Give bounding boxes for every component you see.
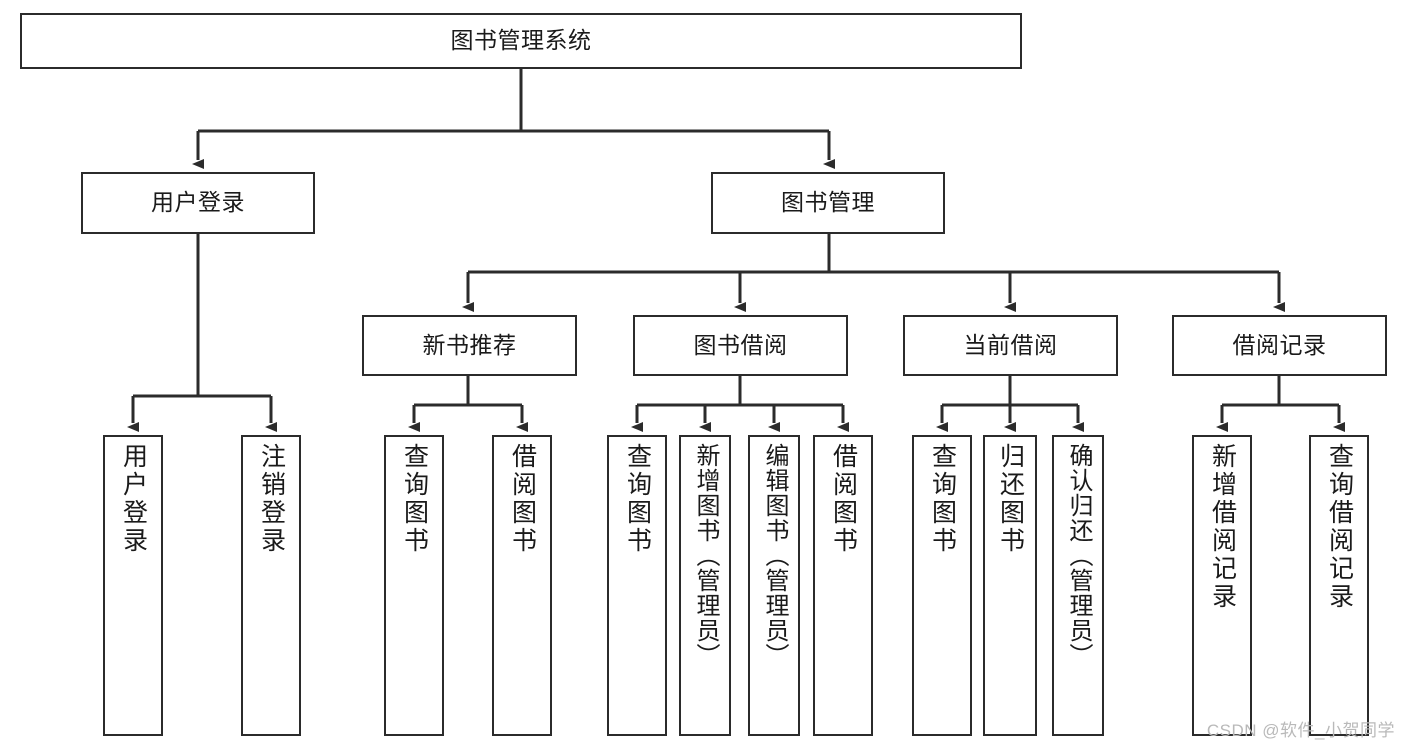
node-label: 图书借阅 [693, 331, 788, 358]
node-label: 查询图书 [928, 443, 957, 555]
node-label: 编辑图书（管理员） [761, 443, 788, 668]
leaf-query-book-current[interactable]: 查询图书 [912, 435, 972, 736]
node-label: 借阅记录 [1232, 331, 1327, 358]
node-label: 新增借阅记录 [1208, 443, 1237, 611]
node-new-book-recommend[interactable]: 新书推荐 [362, 315, 577, 376]
node-label: 图书管理 [781, 189, 875, 216]
node-book-management[interactable]: 图书管理 [711, 172, 945, 234]
leaf-query-borrow-record[interactable]: 查询借阅记录 [1309, 435, 1369, 736]
node-label: 归还图书 [996, 443, 1025, 555]
node-book-borrow[interactable]: 图书借阅 [633, 315, 848, 376]
leaf-borrow-book[interactable]: 借阅图书 [813, 435, 873, 736]
leaf-confirm-return-admin[interactable]: 确认归还（管理员） [1052, 435, 1104, 736]
node-root-book-management-system[interactable]: 图书管理系统 [20, 13, 1022, 69]
leaf-query-book-borrow[interactable]: 查询图书 [607, 435, 667, 736]
leaf-borrow-book-recommend[interactable]: 借阅图书 [492, 435, 552, 736]
node-label: 查询借阅记录 [1325, 443, 1354, 611]
csdn-watermark: CSDN @软件_小贺同学 [1206, 721, 1395, 740]
node-label: 用户登录 [119, 443, 148, 555]
node-label: 用户登录 [151, 189, 245, 216]
leaf-user-login[interactable]: 用户登录 [103, 435, 163, 736]
node-label: 注销登录 [257, 443, 286, 555]
leaf-add-book-admin[interactable]: 新增图书（管理员） [679, 435, 731, 736]
node-label: 借阅图书 [508, 443, 537, 555]
node-label: 查询图书 [623, 443, 652, 555]
leaf-return-book[interactable]: 归还图书 [983, 435, 1037, 736]
node-borrow-record[interactable]: 借阅记录 [1172, 315, 1387, 376]
leaf-logout-login[interactable]: 注销登录 [241, 435, 301, 736]
node-label: 新增图书（管理员） [692, 443, 719, 668]
leaf-add-borrow-record[interactable]: 新增借阅记录 [1192, 435, 1252, 736]
node-label: 当前借阅 [963, 331, 1058, 358]
leaf-edit-book-admin[interactable]: 编辑图书（管理员） [748, 435, 800, 736]
node-label: 确认归还（管理员） [1065, 443, 1092, 668]
node-current-borrow[interactable]: 当前借阅 [903, 315, 1118, 376]
leaf-query-book-recommend[interactable]: 查询图书 [384, 435, 444, 736]
node-label: 查询图书 [400, 443, 429, 555]
node-label: 图书管理系统 [450, 27, 592, 54]
node-user-login[interactable]: 用户登录 [81, 172, 315, 234]
node-label: 新书推荐 [422, 331, 517, 358]
node-label: 借阅图书 [829, 443, 858, 555]
